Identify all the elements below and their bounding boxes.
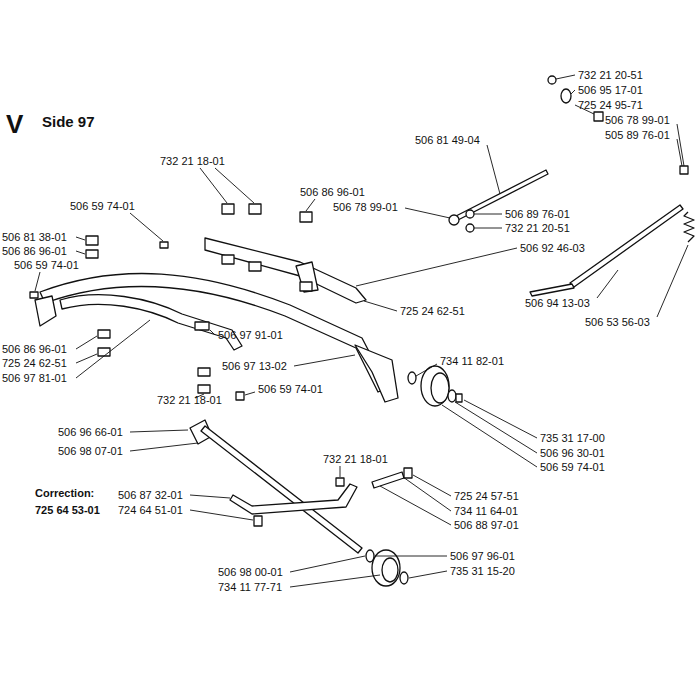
part-number: 735 31 15-20 xyxy=(450,564,515,578)
part-number: 506 81 49-04 xyxy=(415,133,480,147)
part-number: 506 86 96-01 xyxy=(300,185,365,199)
part-number: 506 59 74-01 xyxy=(70,199,135,213)
correction-note: Correction: xyxy=(35,486,94,500)
part-number: 506 53 56-03 xyxy=(585,315,650,329)
part-number: 506 59 74-01 xyxy=(258,382,323,396)
part-number: 735 31 17-00 xyxy=(540,431,605,445)
part-number: 506 97 81-01 xyxy=(2,371,67,385)
correction-number: 725 64 53-01 xyxy=(35,503,100,517)
part-number: 506 96 30-01 xyxy=(540,446,605,460)
part-number: 506 86 96-01 xyxy=(2,244,67,258)
part-number: 506 81 38-01 xyxy=(2,230,67,244)
part-number: 506 59 74-01 xyxy=(14,258,79,272)
parts xyxy=(30,76,694,586)
section-letter: V xyxy=(6,108,23,141)
part-number: 506 95 17-01 xyxy=(578,83,643,97)
part-number: 506 98 00-01 xyxy=(218,565,283,579)
part-number: 725 24 57-51 xyxy=(454,489,519,503)
diagram-title: Side 97 xyxy=(42,113,95,131)
part-number: 506 78 99-01 xyxy=(333,200,398,214)
part-number: 506 86 96-01 xyxy=(2,342,67,356)
part-number: 506 97 96-01 xyxy=(450,549,515,563)
part-number: 732 21 20-51 xyxy=(505,221,570,235)
part-number: 506 78 99-01 xyxy=(605,113,670,127)
part-number: 505 89 76-01 xyxy=(605,128,670,142)
part-number: 732 21 18-01 xyxy=(160,154,225,168)
part-number: 724 64 51-01 xyxy=(118,503,183,517)
part-number: 506 59 74-01 xyxy=(540,460,605,474)
part-number: 725 24 95-71 xyxy=(578,98,643,112)
part-number: 725 24 62-51 xyxy=(400,304,465,318)
part-number: 725 24 62-51 xyxy=(2,356,67,370)
part-number: 506 94 13-03 xyxy=(525,296,590,310)
part-number: 506 92 46-03 xyxy=(520,241,585,255)
part-number: 506 97 91-01 xyxy=(218,328,283,342)
part-number: 732 21 18-01 xyxy=(157,393,222,407)
part-number: 734 11 77-71 xyxy=(218,580,282,594)
part-number: 732 21 20-51 xyxy=(578,68,643,82)
part-number: 506 87 32-01 xyxy=(118,488,183,502)
part-number: 506 97 13-02 xyxy=(222,359,287,373)
part-number: 506 89 76-01 xyxy=(505,207,570,221)
part-number: 506 88 97-01 xyxy=(454,518,519,532)
part-number: 734 11 64-01 xyxy=(454,504,518,518)
part-number: 506 96 66-01 xyxy=(58,425,123,439)
part-number: 506 98 07-01 xyxy=(58,444,123,458)
part-number: 732 21 18-01 xyxy=(323,452,388,466)
part-number: 734 11 82-01 xyxy=(440,354,504,368)
leader-lines xyxy=(35,75,688,587)
